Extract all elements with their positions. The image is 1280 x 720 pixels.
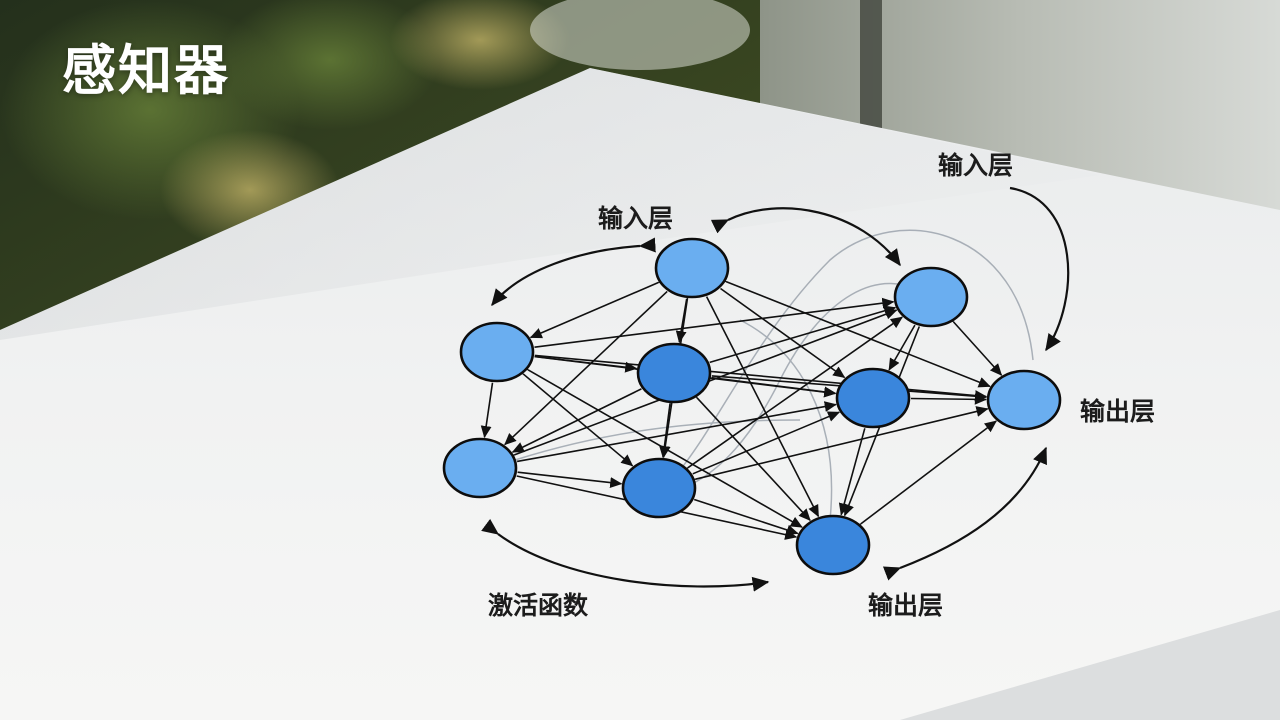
- edge-n5-n7: [692, 411, 841, 475]
- edge-n7-n9: [910, 393, 987, 405]
- edge-n4-n5: [517, 471, 623, 488]
- network-nodes: [442, 237, 1062, 576]
- label-output-right: 输出层: [1080, 397, 1155, 426]
- node-input-top: [654, 237, 730, 299]
- label-input-top-right: 输入层: [938, 151, 1013, 180]
- node-hidden-upper-right: [893, 266, 969, 328]
- node-output-right: [986, 369, 1062, 431]
- edge-n2-n4: [480, 382, 494, 439]
- edge-n1-n7: [720, 287, 846, 379]
- edge-n8-n9: [848, 420, 997, 536]
- node-input-left: [459, 321, 535, 383]
- edge-n6-n7: [888, 324, 916, 371]
- page-title: 感知器: [62, 39, 230, 102]
- curve-arrow-top-right: [1009, 186, 1070, 352]
- edge-n3-n8: [685, 385, 811, 522]
- curve-arrow-left: [491, 237, 656, 307]
- curve-arrow-top: [710, 207, 901, 267]
- node-output-bottom: [795, 514, 871, 576]
- curve-arrow-bottom-right: [882, 446, 1048, 581]
- diagram-labels: 输入层 输入层 输出层 输出层 激活函数: [488, 151, 1155, 620]
- node-hidden-center: [636, 342, 712, 404]
- faint-curves: [514, 229, 1034, 521]
- curved-arrows: [481, 186, 1070, 592]
- edge-n1-n2: [529, 273, 671, 339]
- edge-n6-n9: [941, 309, 1003, 376]
- label-input-top-left: 输入层: [598, 204, 673, 233]
- node-hidden-right: [835, 367, 911, 429]
- edge-n1-n3: [675, 298, 688, 344]
- node-hidden-lower: [621, 457, 697, 519]
- node-input-lower-left: [442, 437, 518, 499]
- label-activation-function: 激活函数: [488, 591, 589, 620]
- label-output-bottom: 输出层: [868, 591, 943, 620]
- edge-n3-n6: [709, 305, 897, 364]
- curve-arrow-bottom-left: [481, 518, 770, 592]
- edge-n5-n8: [693, 498, 799, 536]
